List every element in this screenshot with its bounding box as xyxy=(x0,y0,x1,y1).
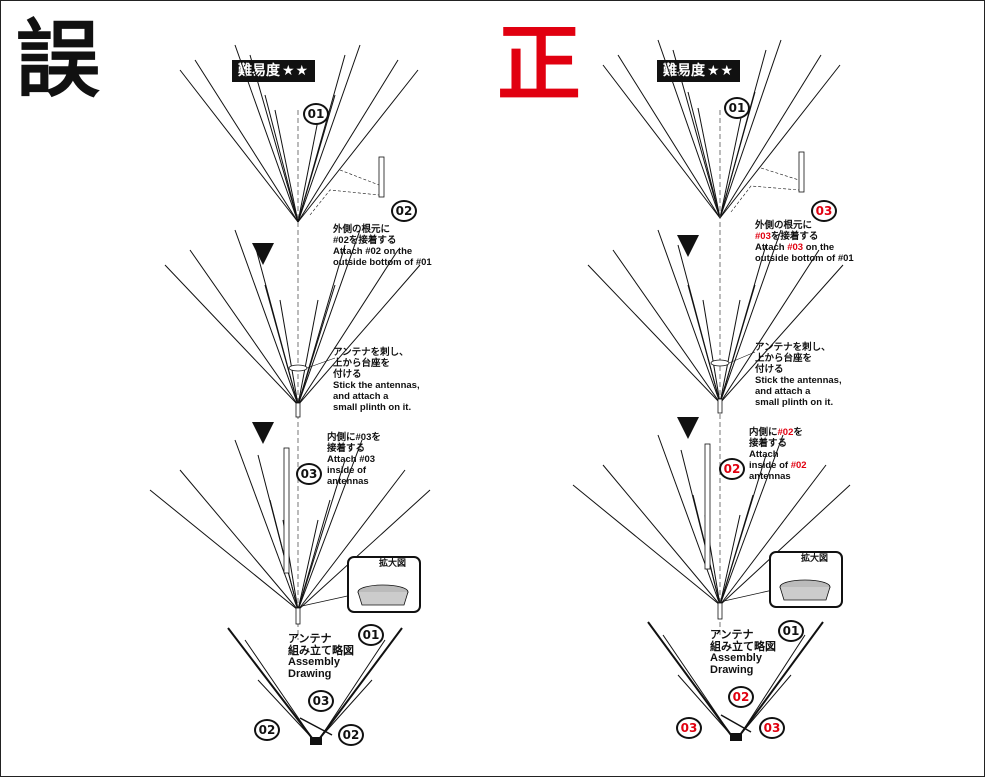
panel-correct: 正 難易度★★ xyxy=(493,0,986,779)
zoom-label: 拡大図 xyxy=(378,559,408,569)
difficulty-stars: ★★ xyxy=(707,63,735,79)
part-02-rod xyxy=(378,156,385,198)
antenna-fan-step3 xyxy=(572,434,851,606)
assembly-title: アンテナ 組み立て略図 Assembly Drawing xyxy=(288,633,354,680)
step2-note: アンテナを刺し、 上から台座を 付ける Stick the antennas, … xyxy=(333,347,420,413)
part-tag-attach: 02 xyxy=(391,200,417,222)
assembly-tag-center: 02 xyxy=(728,686,754,708)
assembly-drawing xyxy=(647,621,824,736)
assembly-title: アンテナ 組み立て略図 Assembly Drawing xyxy=(710,629,776,676)
assembly-tag-top: 01 xyxy=(358,624,384,646)
antenna-fan-step3 xyxy=(149,439,431,611)
step-arrow-1 xyxy=(677,235,699,257)
step-arrow-2 xyxy=(677,417,699,439)
part-tag-attach: 03 xyxy=(811,200,837,222)
plinth-part xyxy=(288,364,308,372)
antenna-fan-step2 xyxy=(587,229,844,404)
assembly-tag-right: 02 xyxy=(338,724,364,746)
correct-mark: 正 xyxy=(497,15,581,113)
zoom-label: 拡大図 xyxy=(800,554,830,564)
antenna-fan-step1 xyxy=(602,39,841,219)
part-tag-01: 01 xyxy=(303,103,329,125)
step2-note: アンテナを刺し、 上から台座を 付ける Stick the antennas, … xyxy=(755,342,842,408)
antenna-diagram-correct xyxy=(572,39,851,741)
panel-wrong: 誤 難易度★★ xyxy=(0,0,493,779)
part-tag-step3: 03 xyxy=(296,463,322,485)
difficulty-label: 難易度 xyxy=(663,63,705,79)
assembly-drawing xyxy=(227,627,403,739)
difficulty-stars: ★★ xyxy=(282,63,310,79)
part-03-rod xyxy=(798,151,805,193)
antenna-fan-step2 xyxy=(164,229,421,406)
antenna-fan-step1 xyxy=(179,44,419,223)
step-arrow-1 xyxy=(252,243,274,265)
step3-note: 内側に#03を 接着する Attach #03 inside of antenn… xyxy=(327,432,381,487)
part-tag-step3: 02 xyxy=(719,458,745,480)
part-tag-01: 01 xyxy=(724,97,750,119)
assembly-tag-right: 03 xyxy=(759,717,785,739)
wrong-mark: 誤 xyxy=(16,11,100,109)
assembly-tag-left: 02 xyxy=(254,719,280,741)
step3-note: 内側に#02を 接着する Attach inside of #02 antenn… xyxy=(749,427,807,482)
assembly-tag-top: 01 xyxy=(778,620,804,642)
assembly-tag-center: 03 xyxy=(308,690,334,712)
part-02-rod xyxy=(704,443,711,570)
part-03-rod xyxy=(283,447,290,574)
antenna-diagram-wrong xyxy=(149,44,431,745)
assembly-tag-left: 03 xyxy=(676,717,702,739)
step-arrow-2 xyxy=(252,422,274,444)
step1-note: 外側の根元に #03を接着する Attach #03 on the outsid… xyxy=(755,220,854,264)
difficulty-label: 難易度 xyxy=(238,63,280,79)
step1-note: 外側の根元に #02を接着する Attach #02 on the outsid… xyxy=(333,224,432,268)
